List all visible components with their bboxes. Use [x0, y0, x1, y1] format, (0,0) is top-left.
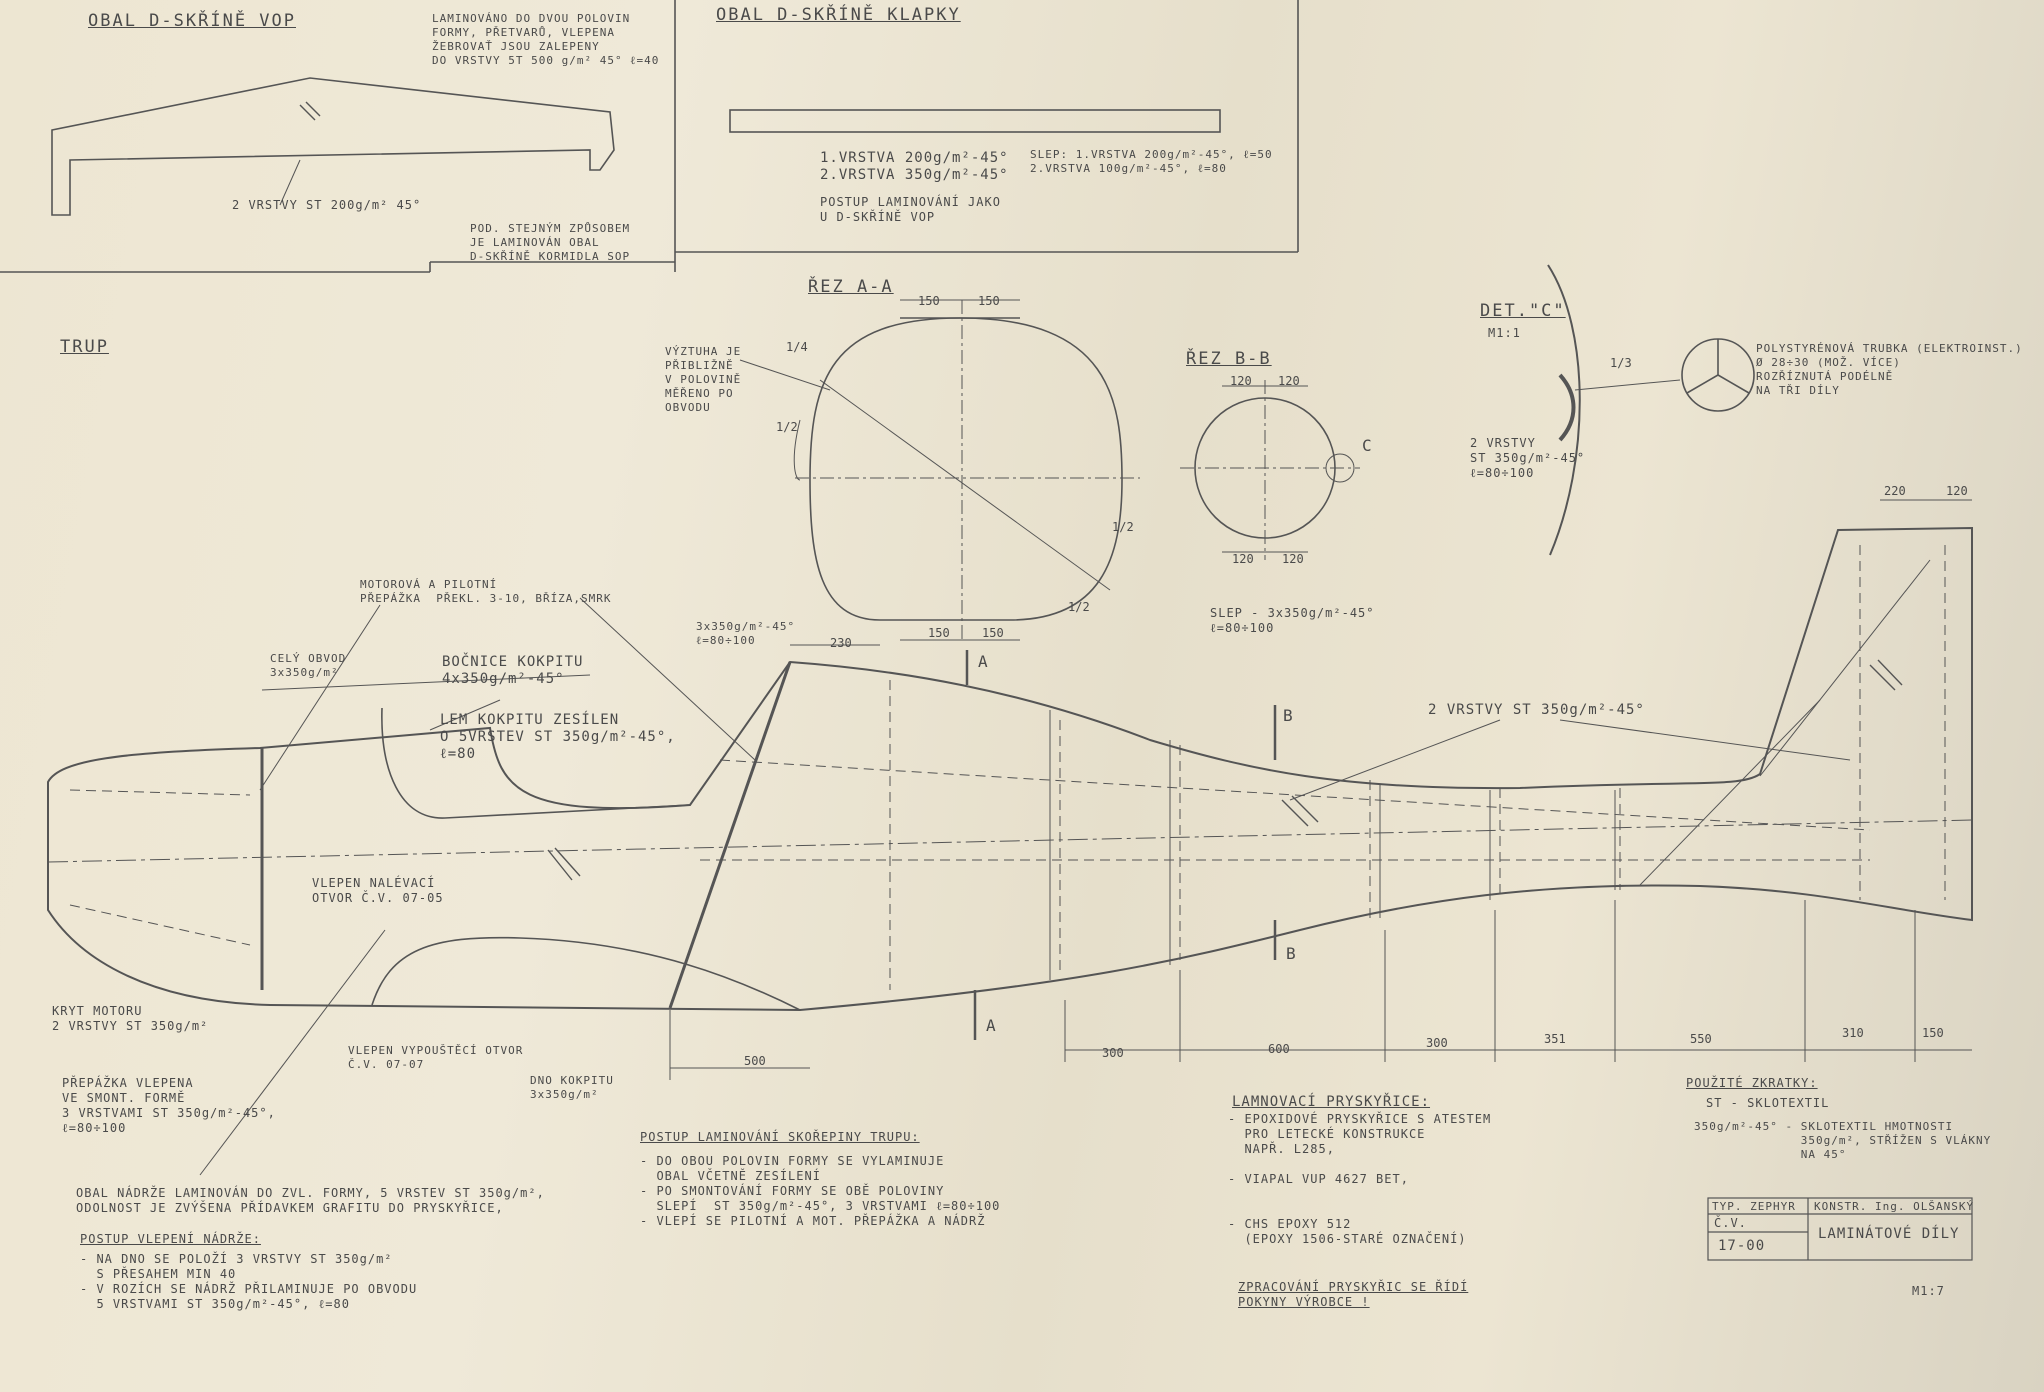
- title-block-cv-label: Č.V.: [1714, 1216, 1747, 1230]
- postup-laminovani-steps: - DO OBOU POLOVIN FORMY SE VYLAMINUJE OB…: [640, 1154, 1001, 1228]
- zkratky-st: ST - SKLOTEXTIL: [1706, 1096, 1830, 1110]
- klapky-slep: SLEP: 1.VRSTVA 200g/m²-45°, ℓ=50 2.VRSTV…: [1030, 148, 1273, 175]
- trup-corner-layers: 3x350g/m²-45° ℓ=80÷100: [696, 620, 796, 647]
- dim-aa-bottom-2: 150: [982, 626, 1004, 640]
- trup-kryt-motoru: KRYT MOTORU 2 VRSTVY ST 350g/m²: [52, 1004, 209, 1033]
- vop-method: POD. STEJNÝM ZPŮSOBEM JE LAMINOVÁN OBAL …: [470, 222, 631, 263]
- vop-layers: 2 VRSTVY ST 200g/m² 45°: [232, 198, 422, 212]
- trup-dno: DNO KOKPITU 3x350g/m²: [530, 1074, 614, 1101]
- detail-c-fraction: 1/3: [1610, 356, 1632, 370]
- detail-c-layers: 2 VRSTVY ST 350g/m²-45° ℓ=80÷100: [1470, 436, 1586, 480]
- half-mark-aa-2: 1/2: [776, 420, 798, 434]
- dim-120: 120: [1946, 484, 1968, 498]
- pryskyrice-title: LAMNOVACÍ PRYSKYŘICE:: [1232, 1094, 1431, 1110]
- dim-aa-top-1: 150: [918, 294, 940, 308]
- title-block-cv-number: 17-00: [1718, 1238, 1766, 1254]
- klapky-outline: [729, 109, 1221, 133]
- dim-300-b: 300: [1426, 1036, 1448, 1050]
- dim-bb-bottom-2: 120: [1282, 552, 1304, 566]
- dim-aa-bottom-1: 150: [928, 626, 950, 640]
- section-mark-a-top: A: [978, 652, 988, 671]
- postup-vlepeni-steps: - NA DNO SE POLOŽÍ 3 VRSTVY ST 350g/m² S…: [80, 1252, 418, 1311]
- vop-outline: [51, 77, 615, 216]
- trup-bocnice: BOČNICE KOKPITU 4x350g/m²-45°: [442, 654, 584, 687]
- postup-laminovani-title: POSTUP LAMINOVÁNÍ SKOŘEPINY TRUPU:: [640, 1130, 920, 1144]
- drawing-scale: M1:7: [1912, 1284, 1945, 1298]
- vop-title: OBAL D-SKŘÍNĚ VOP: [88, 11, 296, 31]
- section-bb-slep: SLEP - 3x350g/m²-45° ℓ=80÷100: [1210, 606, 1375, 635]
- title-block-frame: [1707, 1197, 1973, 1261]
- pryskyrice-items: - EPOXIDOVÉ PRYSKYŘICE S ATESTEM PRO LET…: [1228, 1112, 1492, 1246]
- section-mark-a-bottom: A: [986, 1016, 996, 1035]
- dim-230: 230: [830, 636, 852, 650]
- dim-bb-bottom-1: 120: [1232, 552, 1254, 566]
- trup-tail-layers: 2 VRSTVY ST 350g/m²-45°: [1428, 702, 1645, 718]
- vop-note: LAMINOVÁNO DO DVOU POLOVIN FORMY, PŘETVA…: [432, 12, 660, 67]
- section-aa-outline: [809, 317, 1123, 621]
- title-block-typ: TYP. ZEPHYR: [1712, 1200, 1796, 1213]
- dim-310: 310: [1842, 1026, 1864, 1040]
- obal-nadrze-note: OBAL NÁDRŽE LAMINOVÁN DO ZVL. FORMY, 5 V…: [76, 1186, 545, 1215]
- trup-lem: LEM KOKPITU ZESÍLEN O 5VRSTEV ST 350g/m²…: [440, 712, 676, 762]
- dim-550: 550: [1690, 1032, 1712, 1046]
- trup-title: TRUP: [60, 337, 109, 357]
- trup-motorova: MOTOROVÁ A PILOTNÍ PŘEPÁŽKA PŘEKL. 3-10,…: [360, 578, 612, 605]
- detail-c-note: POLYSTYRÉNOVÁ TRUBKA (ELEKTROINST.) Ø 28…: [1756, 342, 2023, 397]
- klapky-title: OBAL D-SKŘÍNĚ KLAPKY: [716, 5, 961, 25]
- section-bb-title: ŘEZ B-B: [1186, 349, 1272, 369]
- dim-300-a: 300: [1102, 1046, 1124, 1060]
- title-block-name: LAMINÁTOVÉ DÍLY: [1818, 1226, 1960, 1242]
- detail-c-scale: M1:1: [1488, 326, 1521, 340]
- half-mark-aa-4: 1/2: [1068, 600, 1090, 614]
- detail-c-outline: [1547, 264, 1581, 556]
- trup-vlepen-vypousteci: VLEPEN VYPOUŠTĚCÍ OTVOR Č.V. 07-07: [348, 1044, 524, 1071]
- trup-cely-obvod: CELÝ OBVOD 3x350g/m²: [270, 652, 347, 679]
- dim-150: 150: [1922, 1026, 1944, 1040]
- trup-vlepen-nalevaci: VLEPEN NALÉVACÍ OTVOR Č.V. 07-05: [312, 876, 444, 905]
- postup-vlepeni-title: POSTUP VLEPENÍ NÁDRŽE:: [80, 1232, 261, 1246]
- half-mark-aa-3: 1/2: [1112, 520, 1134, 534]
- section-aa-note: VÝZTUHA JE PŘIBLIŽNĚ V POLOVINĚ MĚŘENO P…: [665, 345, 742, 414]
- dim-bb-top-1: 120: [1230, 374, 1252, 388]
- dim-220: 220: [1884, 484, 1906, 498]
- dim-bb-top-2: 120: [1278, 374, 1300, 388]
- dim-aa-top-2: 150: [978, 294, 1000, 308]
- pryskyrice-zpracovani: ZPRACOVÁNÍ PRYSKYŘIC SE ŘÍDÍ POKYNY VÝRO…: [1238, 1280, 1469, 1309]
- half-mark-aa-1: 1/4: [786, 340, 808, 354]
- section-mark-b-bottom: B: [1286, 944, 1296, 963]
- title-block-konstr: KONSTR. Ing. OLŠANSKÝ: [1814, 1200, 1975, 1213]
- dim-500: 500: [744, 1054, 766, 1068]
- detail-c-title: DET."C": [1480, 301, 1566, 321]
- fuselage-outline: [47, 526, 1973, 1012]
- klapky-method: POSTUP LAMINOVÁNÍ JAKO U D-SKŘÍNĚ VOP: [820, 195, 1001, 224]
- zkratky-title: POUŽITÉ ZKRATKY:: [1686, 1076, 1818, 1090]
- detail-c-mark: C: [1362, 436, 1372, 455]
- prepazka-note: PŘEPÁŽKA VLEPENA VE SMONT. FORMĚ 3 VRSTV…: [62, 1076, 276, 1135]
- section-aa-title: ŘEZ A-A: [808, 277, 894, 297]
- dim-351: 351: [1544, 1032, 1566, 1046]
- dim-600: 600: [1268, 1042, 1290, 1056]
- klapky-layers: 1.VRSTVA 200g/m²-45° 2.VRSTVA 350g/m²-45…: [820, 150, 1009, 183]
- zkratky-def: 350g/m²-45° - SKLOTEXTIL HMOTNOSTI 350g/…: [1694, 1120, 1992, 1161]
- section-mark-b-top: B: [1283, 706, 1293, 725]
